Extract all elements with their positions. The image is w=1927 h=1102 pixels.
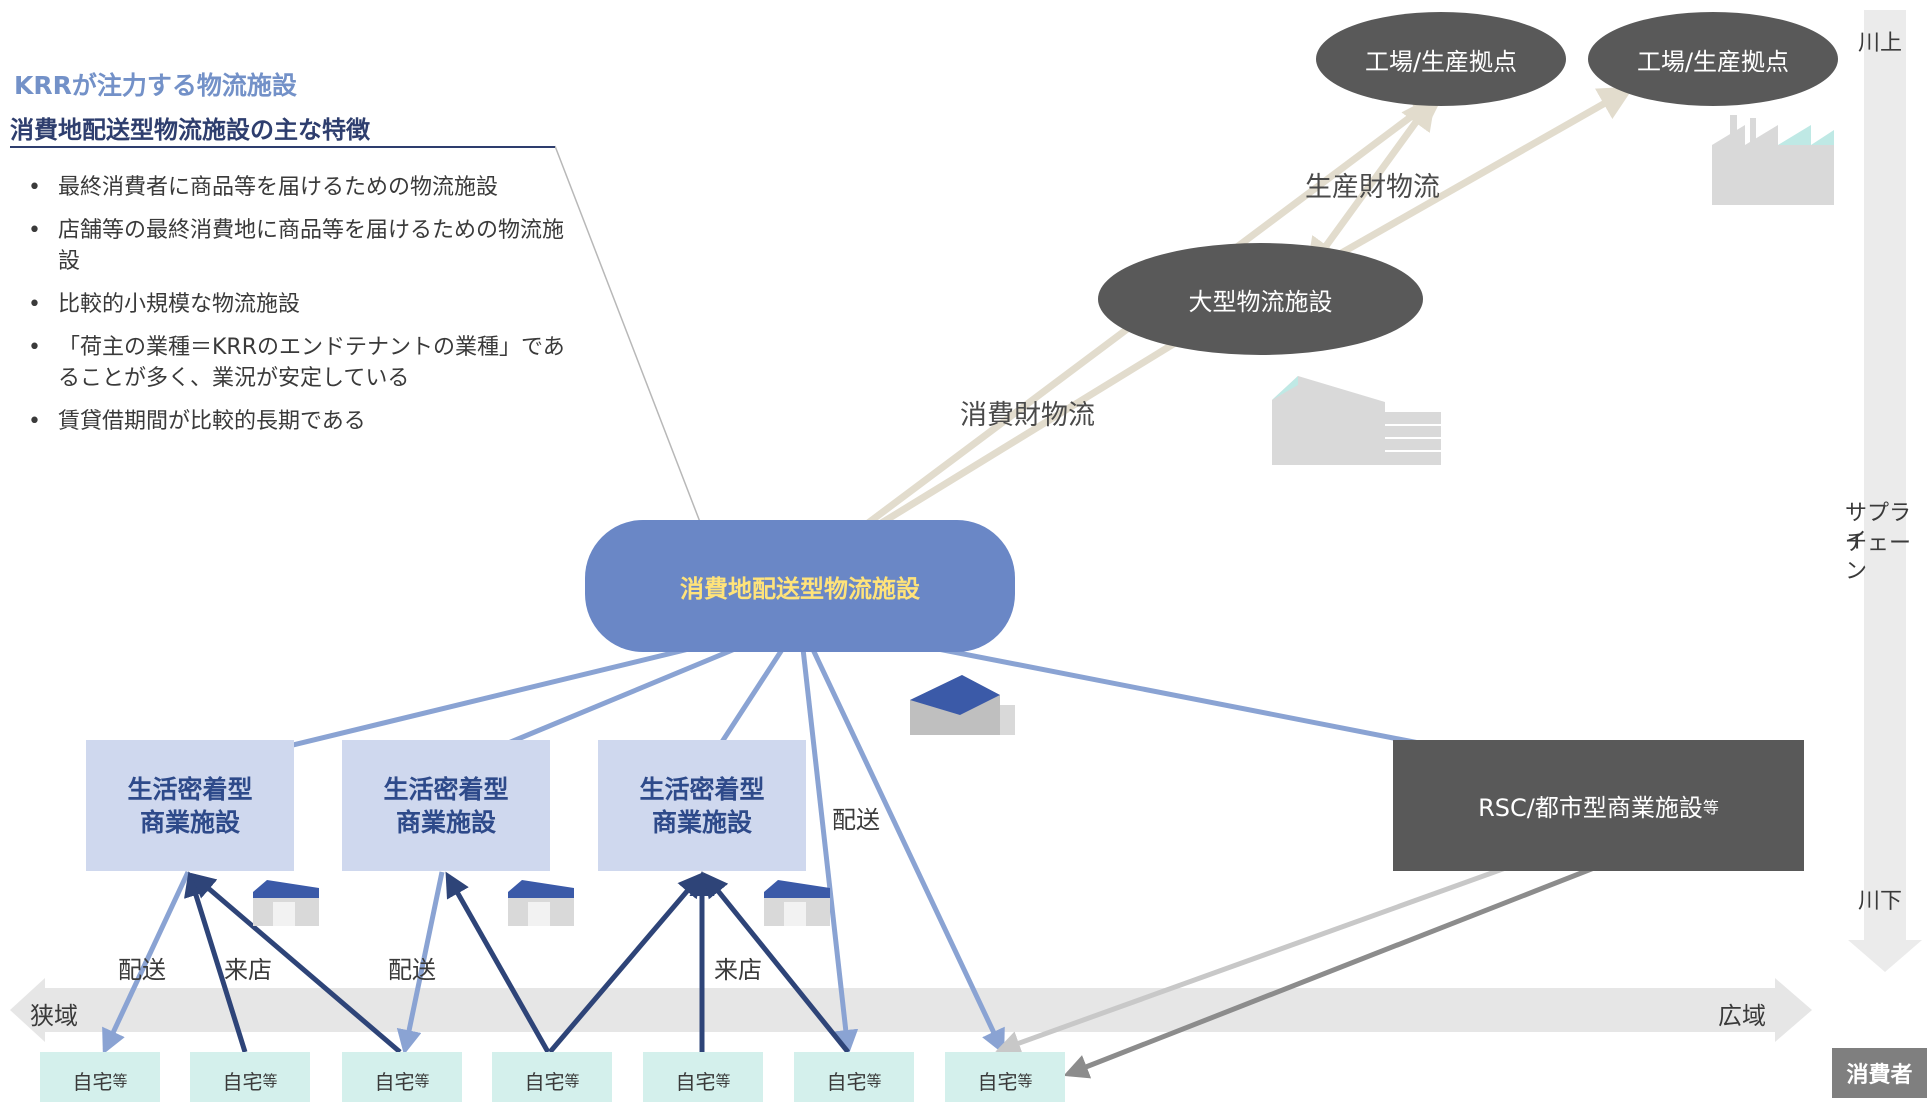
home-node: 自宅等	[342, 1052, 462, 1102]
warehouse-icon	[910, 675, 1015, 735]
supply-chain-label-2: チェーン	[1845, 531, 1912, 584]
home-suffix: 等	[715, 1072, 731, 1090]
home-suffix: 等	[866, 1072, 882, 1090]
feature-item: 店舗等の最終消費地に商品等を届けるための物流施設	[28, 215, 568, 277]
section-subtitle: 消費地配送型物流施設の主な特徴	[10, 116, 370, 144]
downstream-label: 川下	[1858, 889, 1903, 914]
scope-band	[10, 978, 1812, 1042]
title-underline	[10, 146, 555, 148]
store-icon	[253, 880, 319, 926]
center-facility-node: 消費地配送型物流施設	[585, 520, 1015, 652]
commerce-node: 生活密着型 商業施設	[598, 740, 806, 871]
section-title: KRRが注力する物流施設	[14, 71, 297, 100]
supply-chain-label-1: サプライ	[1845, 501, 1912, 554]
large-facility-node: 大型物流施設	[1098, 243, 1423, 355]
commerce-node: 生活密着型 商業施設	[342, 740, 550, 871]
feature-item: 最終消費者に商品等を届けるための物流施設	[28, 172, 568, 203]
home-label: 自宅	[826, 1070, 867, 1094]
feature-item: 比較的小規模な物流施設	[28, 289, 568, 320]
home-label: 自宅	[524, 1070, 565, 1094]
home-node: 自宅等	[40, 1052, 160, 1102]
wide-label: 広域	[1718, 1002, 1766, 1030]
consumption-flow-label: 消費財物流	[960, 400, 1095, 431]
large-warehouse-icon	[1272, 376, 1441, 465]
callout-line	[554, 145, 701, 523]
rsc-label: RSC/都市型商業施設	[1478, 794, 1703, 822]
upstream-label: 川上	[1858, 31, 1903, 56]
home-suffix: 等	[414, 1072, 430, 1090]
home-label: 自宅	[374, 1070, 415, 1094]
home-node: 自宅等	[190, 1052, 310, 1102]
delivery-arrows	[102, 619, 1603, 1055]
feature-item: 「荷主の業種＝KRRのエンドテナントの業種」であることが多く、業況が安定している	[28, 332, 568, 394]
visit-label: 来店	[714, 956, 762, 984]
delivery-label: 配送	[118, 956, 166, 984]
home-suffix: 等	[564, 1072, 580, 1090]
supply-chain-arrow	[1848, 10, 1922, 972]
factory-node: 工場/生産拠点	[1588, 12, 1838, 106]
store-icon	[764, 880, 830, 926]
home-suffix: 等	[1017, 1072, 1033, 1090]
home-label: 自宅	[675, 1070, 716, 1094]
home-suffix: 等	[262, 1072, 278, 1090]
delivery-label: 配送	[388, 956, 436, 984]
home-label: 自宅	[72, 1070, 113, 1094]
rsc-suffix: 等	[1702, 797, 1719, 817]
narrow-label: 狭域	[30, 1002, 78, 1030]
feature-item: 賃貸借期間が比較的長期である	[28, 406, 568, 437]
commerce-node: 生活密着型 商業施設	[86, 740, 294, 871]
store-icon	[508, 880, 574, 926]
home-node: 自宅等	[945, 1052, 1065, 1102]
home-label: 自宅	[222, 1070, 263, 1094]
feature-list: 最終消費者に商品等を届けるための物流施設 店舗等の最終消費地に商品等を届けるため…	[28, 172, 568, 449]
home-suffix: 等	[112, 1072, 128, 1090]
home-label: 自宅	[977, 1070, 1018, 1094]
factory-node: 工場/生産拠点	[1316, 12, 1566, 106]
rsc-node: RSC/都市型商業施設等	[1393, 740, 1804, 871]
consumer-badge: 消費者	[1832, 1048, 1927, 1098]
home-node: 自宅等	[643, 1052, 763, 1102]
production-flow-label: 生産財物流	[1305, 172, 1440, 203]
factory-icon	[1712, 115, 1834, 205]
delivery-label: 配送	[832, 806, 880, 834]
home-node: 自宅等	[794, 1052, 914, 1102]
home-node: 自宅等	[492, 1052, 612, 1102]
visit-label: 来店	[224, 956, 272, 984]
visit-arrows	[184, 871, 850, 1054]
